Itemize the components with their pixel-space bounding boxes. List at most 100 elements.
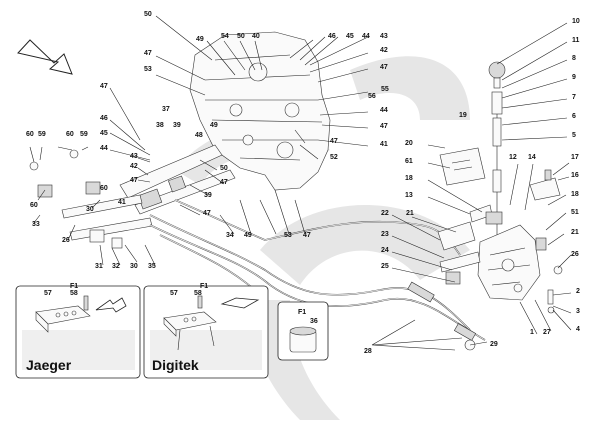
callout-c53a: 53 [144,66,152,73]
inset-f1-tag: F1 [298,309,306,316]
callout-c16: 16 [571,172,579,179]
callout-c23: 23 [381,231,389,238]
callout-c47c: 47 [380,123,388,130]
callout-c11: 11 [572,37,580,44]
callout-c18a: 18 [405,175,413,182]
callout-c55: 55 [381,86,389,93]
callout-c34: 34 [226,232,234,239]
inset-digitek-tag: F1 [200,283,208,290]
callout-c8: 8 [572,55,576,62]
callout-c30b: 30 [130,263,138,270]
callout-c46b: 46 [100,115,108,122]
callout-c45a: 45 [346,33,354,40]
callout-c50a: 50 [144,11,152,18]
callout-c3: 3 [576,308,580,315]
callout-c58a: 58 [70,290,78,297]
callout-c46a: 46 [328,33,336,40]
callout-c10: 10 [572,18,580,25]
callout-c49a: 49 [196,36,204,43]
callout-c52: 52 [330,154,338,161]
inset-jaeger: Jaeger F1 [15,283,141,379]
callout-c45b: 45 [100,130,108,137]
callout-c20: 20 [405,140,413,147]
callout-c47i: 47 [130,177,138,184]
callout-c21b: 21 [406,210,414,217]
callout-c60d: 60 [30,202,38,209]
callout-c42b: 42 [130,163,138,170]
callout-c53b: 53 [284,232,292,239]
leader-lines [29,15,572,351]
callout-c47h: 47 [100,83,108,90]
inset-digitek: Digitek F1 [143,283,269,379]
callout-c37: 37 [162,106,170,113]
callout-c39b: 39 [204,192,212,199]
callout-c59a: 59 [38,131,46,138]
callout-c30a: 30 [86,206,94,213]
callout-c39a: 39 [173,122,181,129]
callout-c60c: 60 [100,185,108,192]
callout-c51: 51 [571,209,579,216]
callout-c33: 33 [32,221,40,228]
callout-c44a: 44 [362,33,370,40]
inset-jaeger-label: Jaeger [26,357,72,373]
callout-c31: 31 [95,263,103,270]
callout-c50c: 50 [220,165,228,172]
callout-c21a: 21 [571,229,579,236]
callout-c17: 17 [571,154,579,161]
callout-c47a: 47 [144,50,152,57]
callout-c18b: 18 [571,191,579,198]
callout-c60a: 60 [26,131,34,138]
callout-c47f: 47 [203,210,211,217]
callout-c25: 25 [381,263,389,270]
inset-digitek-label: Digitek [152,357,199,373]
callout-c58b: 58 [194,290,202,297]
callout-c50b: 50 [237,33,245,40]
callout-c40: 40 [252,33,260,40]
callout-c12: 12 [509,154,517,161]
callout-c24: 24 [381,247,389,254]
callout-c57a: 57 [44,290,52,297]
callout-c44b: 44 [380,107,388,114]
inset-f1-part: F1 [277,301,329,361]
callout-c57b: 57 [170,290,178,297]
callout-c13: 13 [405,192,413,199]
callout-c26: 26 [571,251,579,258]
callout-c41: 41 [380,141,388,148]
callout-c49b: 49 [210,122,218,129]
callout-c42: 42 [380,47,388,54]
callout-c19: 19 [459,112,467,119]
callout-c60b: 60 [66,131,74,138]
callout-c35: 35 [148,263,156,270]
callout-c28: 28 [364,348,372,355]
shifter-base [437,211,563,314]
callout-c29: 29 [490,341,498,348]
callout-c47g: 47 [303,232,311,239]
callout-c27: 27 [543,329,551,336]
callout-c47e: 47 [220,179,228,186]
callout-c6: 6 [572,113,576,120]
callout-c26b: 26 [62,237,70,244]
callout-c9: 9 [572,74,576,81]
callout-c38: 38 [156,122,164,129]
callout-c44c: 44 [100,145,108,152]
callout-c61: 61 [405,158,413,165]
callout-c47d: 47 [330,138,338,145]
callout-c5: 5 [572,132,576,139]
callout-labels: 10 11 8 9 7 6 5 19 20 61 12 1 4 17 16 18 13 18 51 21 22 21 23 2… [26,11,580,355]
gear-lever [488,61,506,240]
callout-c48: 48 [195,132,203,139]
direction-arrow-icon [17,39,73,75]
callout-c7: 7 [572,94,576,101]
inset-jaeger-tag: F1 [70,283,78,290]
callout-c22: 22 [381,210,389,217]
callout-c1: 1 [530,329,534,336]
gearbox-casing [189,31,331,191]
callout-c54: 54 [221,33,229,40]
callout-c4: 4 [576,326,580,333]
callout-c43b: 43 [130,153,138,160]
callout-c47b: 47 [380,64,388,71]
callout-c59b: 59 [80,131,88,138]
callout-c49c: 49 [244,232,252,239]
